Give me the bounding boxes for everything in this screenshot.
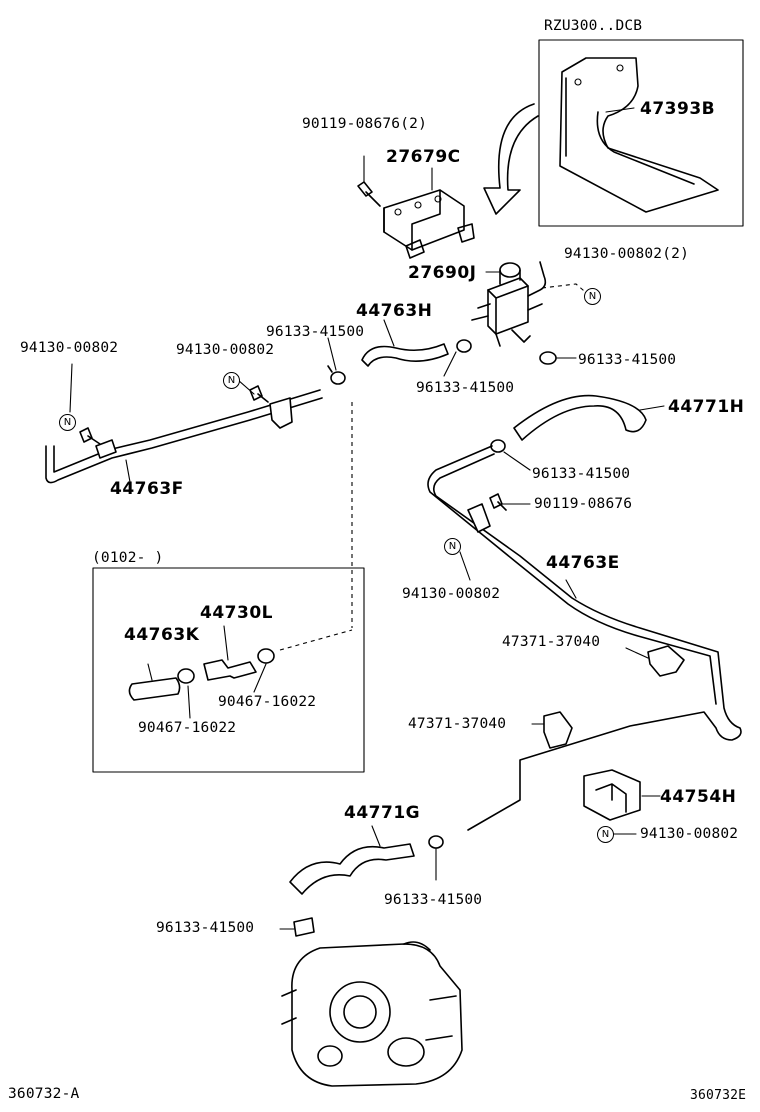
part-47393B: 47393B (640, 99, 716, 119)
part-27679C: 27679C (386, 147, 461, 167)
inset-box (92, 567, 365, 773)
hose-clamp-icon (539, 351, 557, 365)
pipe-clip-icon (269, 397, 293, 429)
part-44763K: 44763K (124, 625, 200, 645)
inset-date-range: (0102- ) (92, 550, 164, 566)
bracket-icon (583, 769, 641, 821)
nut-marker-icon: N (444, 538, 461, 555)
hose-clamp-icon (490, 439, 506, 453)
bracket-icon (559, 57, 719, 213)
bracket-icon (383, 189, 475, 259)
part-90467-16022-a: 90467-16022 (218, 694, 317, 710)
hose-clamp-icon (177, 668, 195, 684)
part-96133-41500-d: 96133-41500 (532, 466, 631, 482)
hose-icon (289, 843, 415, 895)
part-47371-37040-a: 47371-37040 (502, 634, 601, 650)
part-94130-00802-d: 94130-00802 (640, 826, 739, 842)
part-90467-16022-b: 90467-16022 (138, 720, 237, 736)
part-44771H: 44771H (668, 397, 745, 417)
part-44771G: 44771G (344, 803, 421, 823)
part-96133-41500-b: 96133-41500 (578, 352, 677, 368)
inset-variant-label: RZU300..DCB (544, 18, 643, 34)
part-44763F: 44763F (110, 479, 184, 499)
hose-icon (513, 394, 647, 441)
part-44763E: 44763E (546, 553, 620, 573)
part-44763H: 44763H (356, 301, 433, 321)
nut-marker-icon: N (597, 826, 614, 843)
part-44730L: 44730L (200, 603, 273, 623)
pipe-clip-icon (543, 711, 573, 749)
part-90119-08676: 90119-08676 (534, 496, 633, 512)
check-valve-icon (203, 659, 257, 681)
hose-clamp-icon (456, 339, 472, 353)
pipe-clip-icon (95, 439, 117, 459)
part-96133-41500-e: 96133-41500 (384, 892, 483, 908)
hose-clamp-icon (293, 917, 315, 937)
pipe-icon (427, 445, 742, 831)
hose-clamp-icon (428, 835, 444, 849)
vsv-valve-icon (471, 261, 547, 347)
pipe-clip-icon (647, 645, 685, 677)
part-96133-41500-c: 96133-41500 (416, 380, 515, 396)
part-94130-00802-2: 94130-00802(2) (564, 246, 690, 262)
bolt-icon (79, 427, 101, 445)
nut-marker-icon: N (584, 288, 601, 305)
hose-clamp-icon (257, 648, 275, 664)
part-90119-08676-2: 90119-08676(2) (302, 116, 428, 132)
bolt-icon (249, 385, 269, 403)
part-44754H: 44754H (660, 787, 737, 807)
pipe-icon (45, 389, 323, 484)
vacuum-pump-icon (281, 941, 463, 1087)
inset-box (538, 39, 744, 227)
part-94130-00802-c: 94130-00802 (402, 586, 501, 602)
nut-marker-icon: N (223, 372, 240, 389)
part-27690J: 27690J (408, 263, 477, 283)
bolt-icon (489, 493, 507, 511)
footer-left-code: 360732-A (8, 1086, 80, 1102)
part-94130-00802-b: 94130-00802 (176, 342, 275, 358)
nut-marker-icon: N (59, 414, 76, 431)
hose-icon (128, 677, 181, 701)
part-94130-00802-a: 94130-00802 (20, 340, 119, 356)
part-96133-41500-a: 96133-41500 (266, 324, 365, 340)
hose-icon (361, 343, 449, 367)
bolt-icon (357, 181, 381, 207)
part-96133-41500-f: 96133-41500 (156, 920, 255, 936)
pipe-clip-icon (467, 503, 491, 533)
footer-right-code: 360732E (690, 1088, 747, 1103)
part-47371-37040-b: 47371-37040 (408, 716, 507, 732)
hose-clamp-icon (327, 365, 346, 385)
arrow-icon (483, 103, 539, 215)
